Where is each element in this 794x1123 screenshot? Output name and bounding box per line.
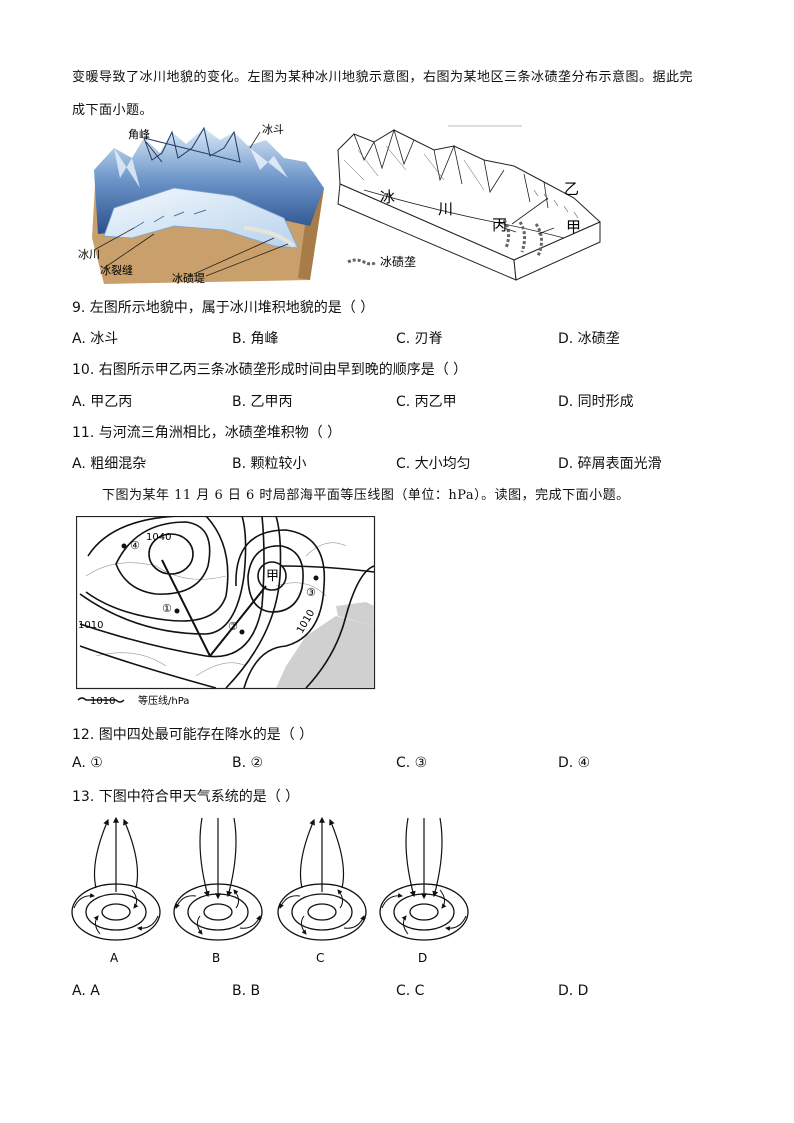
diagram-a-label: A	[110, 951, 119, 965]
q13-option-d[interactable]: D. D	[558, 983, 589, 999]
q9-option-c[interactable]: C. 刃脊	[396, 331, 443, 347]
label-jia: 甲	[566, 218, 581, 236]
diagram-c: C	[277, 816, 367, 965]
moraine-distribution-diagram: 冰 川 乙 丙 甲 冰碛垄	[337, 125, 601, 281]
label-yi: 乙	[564, 180, 579, 198]
point-1: ①	[162, 602, 172, 615]
question-11-stem: 11. 与河流三角洲相比，冰碛垄堆积物（ ）	[72, 425, 342, 441]
intro-line-1: 变暖导致了冰川地貌的变化。左图为某种冰川地貌示意图，右图为某地区三条冰碛垄分布示…	[72, 70, 694, 85]
weather-system-diagrams: A B C D	[71, 816, 469, 965]
glacier-landform-diagram: 角峰 冰斗 冰川 冰裂缝 冰碛堤	[78, 123, 324, 285]
q9-option-a[interactable]: A. 冰斗	[72, 331, 119, 347]
question-9-stem: 9. 左图所示地貌中，属于冰川堆积地貌的是（ ）	[72, 300, 375, 316]
label-1040: 1040	[146, 532, 171, 543]
q9-option-d[interactable]: D. 冰碛垄	[558, 331, 620, 347]
diagram-c-label: C	[316, 951, 324, 965]
diagram-d-label: D	[418, 951, 427, 965]
label-bingqidi: 冰碛堤	[172, 272, 205, 285]
point-2: ②	[228, 620, 238, 633]
label-bingchuan: 冰川	[78, 248, 100, 261]
diagram-d: D	[379, 817, 469, 965]
label-jiaofeng: 角峰	[128, 128, 150, 141]
intro-line-2: 成下面小题。	[72, 103, 154, 118]
q12-option-d[interactable]: D. ④	[558, 755, 591, 771]
legend-moraine: 冰碛垄	[380, 255, 416, 269]
point-3: ③	[306, 586, 316, 599]
isobar-map: 1040 1010 1010 甲 ④ ① ② ③ 1010 等压线/hPa	[76, 516, 376, 706]
q10-option-d[interactable]: D. 同时形成	[558, 394, 634, 410]
legend-text: 等压线/hPa	[138, 694, 189, 706]
intro-pressure-map: 下图为某年 11 月 6 日 6 时局部海平面等压线图（单位：hPa）。读图，完…	[102, 488, 630, 503]
q10-option-b[interactable]: B. 乙甲丙	[232, 394, 293, 410]
q11-option-d[interactable]: D. 碎屑表面光滑	[558, 456, 662, 472]
label-chuan: 川	[438, 200, 453, 218]
q13-option-a[interactable]: A. A	[72, 983, 100, 999]
legend-1010: 1010	[90, 696, 115, 706]
q13-option-c[interactable]: C. C	[396, 983, 425, 999]
q9-option-b[interactable]: B. 角峰	[232, 331, 279, 347]
q10-option-c[interactable]: C. 丙乙甲	[396, 394, 457, 410]
label-bing: 冰	[380, 188, 395, 206]
label-bingdou: 冰斗	[262, 123, 284, 136]
diagram-b: B	[173, 817, 263, 965]
q10-option-a[interactable]: A. 甲乙丙	[72, 394, 133, 410]
label-1010-left: 1010	[78, 620, 103, 631]
q13-option-b[interactable]: B. B	[232, 983, 261, 999]
q11-option-b[interactable]: B. 颗粒较小	[232, 456, 307, 472]
q11-option-c[interactable]: C. 大小均匀	[396, 456, 471, 472]
label-low-jia: 甲	[266, 569, 279, 584]
point-4: ④	[130, 539, 140, 552]
label-bing3: 丙	[492, 216, 507, 234]
question-12-stem: 12. 图中四处最可能存在降水的是（ ）	[72, 727, 314, 743]
q11-option-a[interactable]: A. 粗细混杂	[72, 456, 147, 472]
q12-option-a[interactable]: A. ①	[72, 755, 103, 771]
q12-option-b[interactable]: B. ②	[232, 755, 264, 771]
diagram-a: A	[71, 816, 161, 965]
label-bingliefeng: 冰裂缝	[100, 263, 133, 277]
question-10-stem: 10. 右图所示甲乙丙三条冰碛垄形成时间由早到晚的顺序是（ ）	[72, 362, 468, 378]
diagram-b-label: B	[212, 951, 220, 965]
question-13-stem: 13. 下图中符合甲天气系统的是（ ）	[72, 789, 300, 805]
q12-option-c[interactable]: C. ③	[396, 755, 428, 771]
